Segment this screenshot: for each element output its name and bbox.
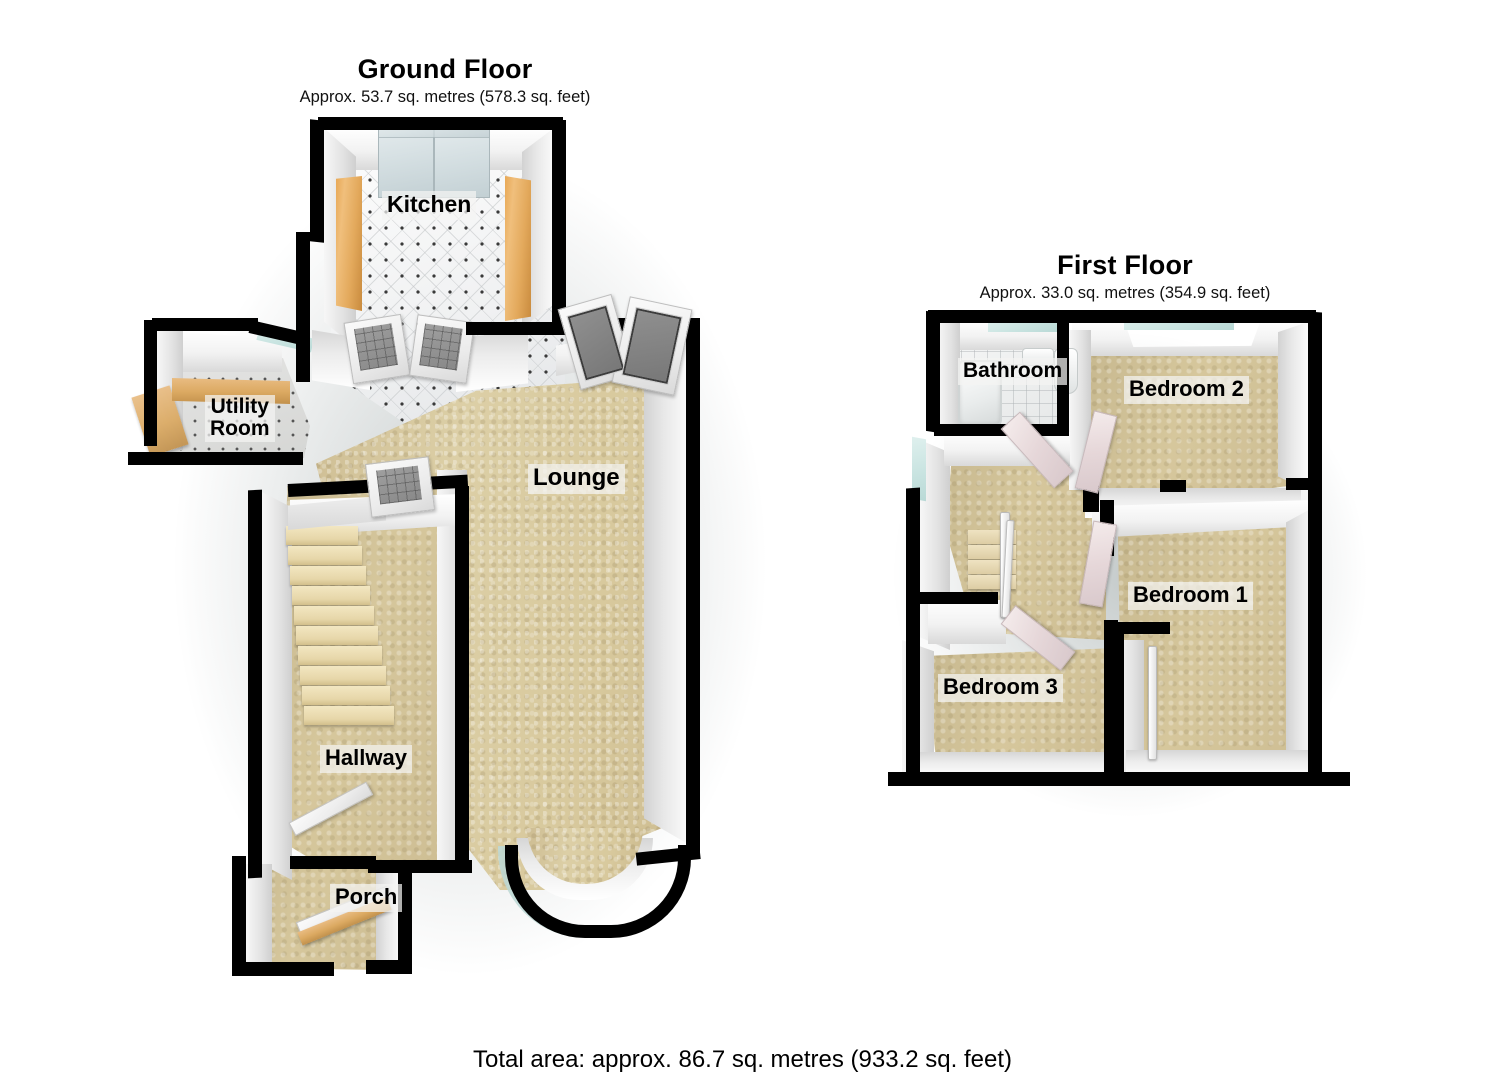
hallway-wall-bottom [368,860,472,873]
room-label-bedroom2: Bedroom 2 [1124,376,1249,404]
utility-wall-left [144,320,157,446]
room-label-lounge: Lounge [528,464,625,494]
kitchen-wall-right [552,120,566,330]
room-label-hallway: Hallway [320,745,412,773]
utility-label-line2: Room [210,417,270,441]
utility-wall-bottom [128,452,303,465]
stair-tread [298,646,382,665]
porch-wall-right [398,862,412,966]
kitchen-wall-left [310,119,324,243]
bedroom2-wallface-right [1278,322,1308,490]
stair-tread [294,606,374,625]
kitchen-wall-right-lower [466,322,566,335]
bedroom2-wall-bottom-2 [1160,480,1186,492]
stair-tread [290,566,366,585]
porch-wall-top [290,856,376,869]
room-label-bedroom3: Bedroom 3 [938,674,1063,702]
lounge-wallface-right [644,332,688,844]
ground-floor-title: Ground Floor [357,54,533,84]
stair-tread [288,546,362,565]
room-label-porch: Porch [330,884,403,912]
first-floor-wall-bottom [888,772,1350,786]
first-floor-plan: Bathroom Bedroom 2 [888,310,1370,820]
bedroom2-wall-bottom-3 [1286,478,1314,490]
first-floor-title: First Floor [1057,250,1193,280]
first-floor-wall-top [928,310,1316,323]
first-floor-wall-right [1308,311,1322,783]
porch-wallface-left [246,864,272,964]
hallway-lounge-partition [455,486,469,866]
room-label-bedroom1: Bedroom 1 [1128,582,1253,610]
first-floor-wall-left-upper [926,310,940,434]
bedroom1-door-frame [1148,646,1157,760]
hallway-window-glazing [376,465,422,505]
utility-wall-top [152,318,258,331]
hallway-wallface-left [262,492,292,880]
kitchen-counter-left [336,176,362,311]
stair-tread [296,626,378,645]
bathroom-wallface-left [938,322,960,432]
hallway-staircase [286,526,396,736]
stair-tread [300,666,386,685]
porch-wall-left [232,856,246,974]
first-floor-area: Approx. 33.0 sq. metres (354.9 sq. feet) [979,284,1271,302]
room-label-bathroom: Bathroom [958,358,1068,385]
landing-cupboard-wall [916,592,998,604]
room-label-utility: Utility Room [205,395,275,443]
stair-tread [286,526,358,545]
first-floor-wall-left-lower [906,487,920,779]
room-label-kitchen: Kitchen [382,191,477,220]
utility-label-line1: Utility [210,395,269,418]
kitchen-window-right-glazing [419,323,463,371]
landing-cupboard-face [928,600,1006,644]
ground-floor-area: Approx. 53.7 sq. metres (578.3 sq. feet) [299,88,591,106]
bedroom2-floor [1086,348,1302,496]
stair-tread [292,586,370,605]
total-area-text: Total area: approx. 86.7 sq. metres (933… [473,1046,1012,1073]
kitchen-counter-right [505,176,531,321]
bedroom1-wall-left-lower [1110,630,1124,778]
kitchen-wall-top [318,117,563,130]
kitchen-wall-left-lower [296,232,310,382]
stair-tread [302,686,390,705]
stair-tread [304,706,394,725]
kitchen-window-left-glazing [353,323,399,371]
lounge-wall-right [686,318,700,858]
bedroom1-wall-stub [1110,622,1170,634]
porch-wall-bottom [232,962,334,976]
hallway-wall-left [248,489,262,879]
ground-floor-plan: Kitchen Utility Room [0,0,780,1020]
